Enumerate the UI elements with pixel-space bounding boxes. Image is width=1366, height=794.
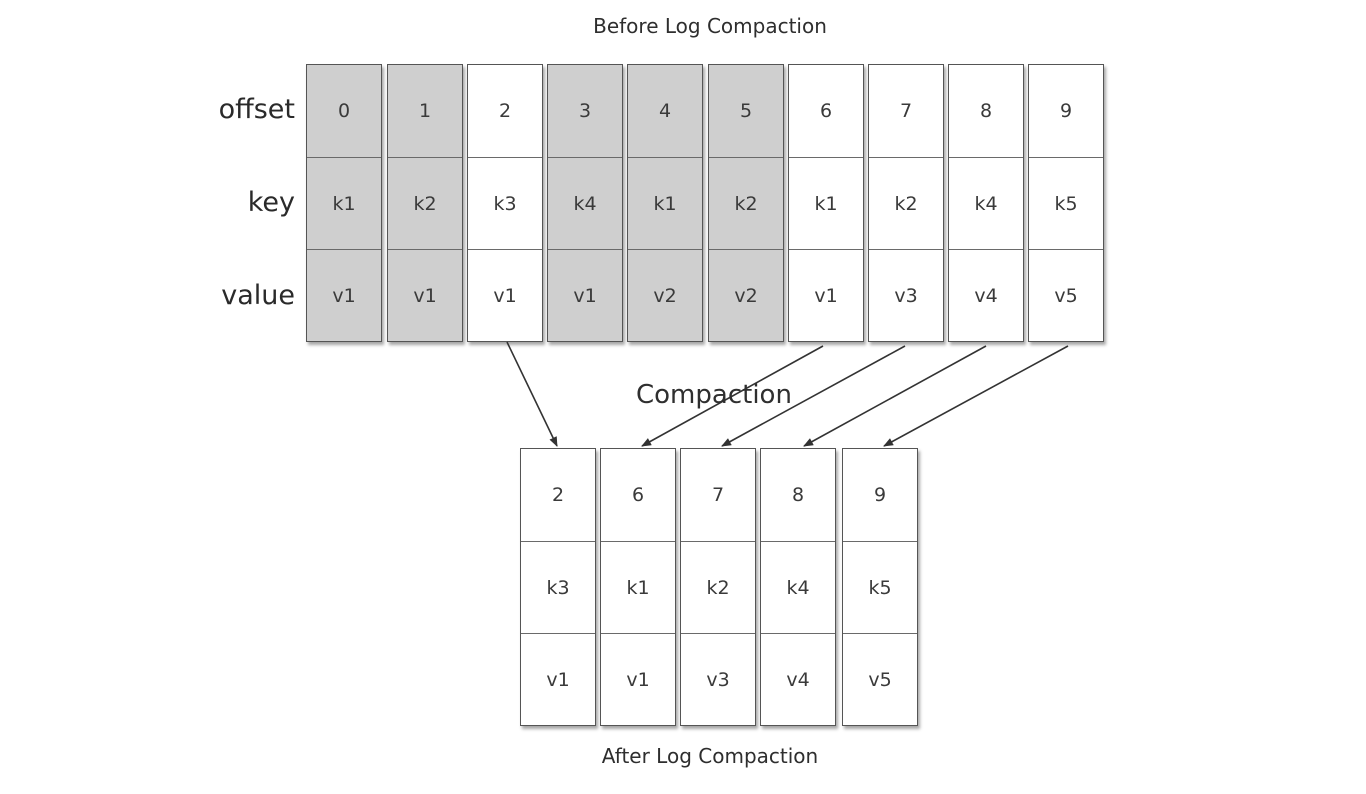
before-offset-cell: 6 <box>819 100 833 122</box>
after-title: After Log Compaction <box>601 744 819 768</box>
before-value-cell: v3 <box>869 249 943 341</box>
before-value-cell: v5 <box>1029 249 1103 341</box>
before-value-cell: v1 <box>468 249 542 341</box>
compaction-label: Compaction <box>636 380 792 410</box>
before-key-cell: k4 <box>949 157 1023 249</box>
before-offset-cell: 1 <box>418 100 432 122</box>
compaction-arrow <box>506 341 558 447</box>
compaction-arrow <box>721 345 906 447</box>
row-label-value: value <box>221 280 295 311</box>
row-label-key: key <box>247 187 295 218</box>
before-offset-cell: 8 <box>979 100 993 122</box>
before-offset-cell: 9 <box>1059 100 1073 122</box>
before-title: Before Log Compaction <box>593 14 827 38</box>
before-offset-cell: 5 <box>739 100 753 122</box>
before-key-cell: k2 <box>709 157 783 249</box>
before-key-cell: k5 <box>1029 157 1103 249</box>
before-key-cell: k4 <box>548 157 622 249</box>
compaction-arrow <box>883 345 1069 447</box>
before-offset-cell: 7 <box>899 100 913 122</box>
after-key-cell: k2 <box>681 541 755 633</box>
after-offset-cell: 8 <box>791 484 805 506</box>
after-value-cell: v4 <box>761 633 835 725</box>
row-label-offset: offset <box>218 94 295 125</box>
before-value-cell: v1 <box>388 249 462 341</box>
before-offset-cell: 4 <box>658 100 672 122</box>
before-value-cell: v2 <box>628 249 702 341</box>
after-key-cell: k3 <box>521 541 595 633</box>
before-offset-cell: 3 <box>578 100 592 122</box>
before-key-cell: k1 <box>789 157 863 249</box>
after-value-cell: v1 <box>521 633 595 725</box>
after-value-cell: v1 <box>601 633 675 725</box>
before-offset-cell: 0 <box>337 100 351 122</box>
before-value-cell: v1 <box>548 249 622 341</box>
before-key-cell: k1 <box>307 157 381 249</box>
before-key-cell: k2 <box>869 157 943 249</box>
after-value-cell: v5 <box>843 633 917 725</box>
before-offset-cell: 2 <box>498 100 512 122</box>
before-value-cell: v1 <box>307 249 381 341</box>
before-key-cell: k1 <box>628 157 702 249</box>
after-offset-cell: 2 <box>551 484 565 506</box>
after-key-cell: k1 <box>601 541 675 633</box>
before-value-cell: v1 <box>789 249 863 341</box>
after-key-cell: k5 <box>843 541 917 633</box>
after-offset-cell: 7 <box>711 484 725 506</box>
before-key-cell: k3 <box>468 157 542 249</box>
compaction-arrow <box>641 345 824 447</box>
after-offset-cell: 6 <box>631 484 645 506</box>
after-offset-cell: 9 <box>873 484 887 506</box>
after-key-cell: k4 <box>761 541 835 633</box>
before-value-cell: v4 <box>949 249 1023 341</box>
before-key-cell: k2 <box>388 157 462 249</box>
before-value-cell: v2 <box>709 249 783 341</box>
compaction-arrow <box>803 345 987 447</box>
after-value-cell: v3 <box>681 633 755 725</box>
